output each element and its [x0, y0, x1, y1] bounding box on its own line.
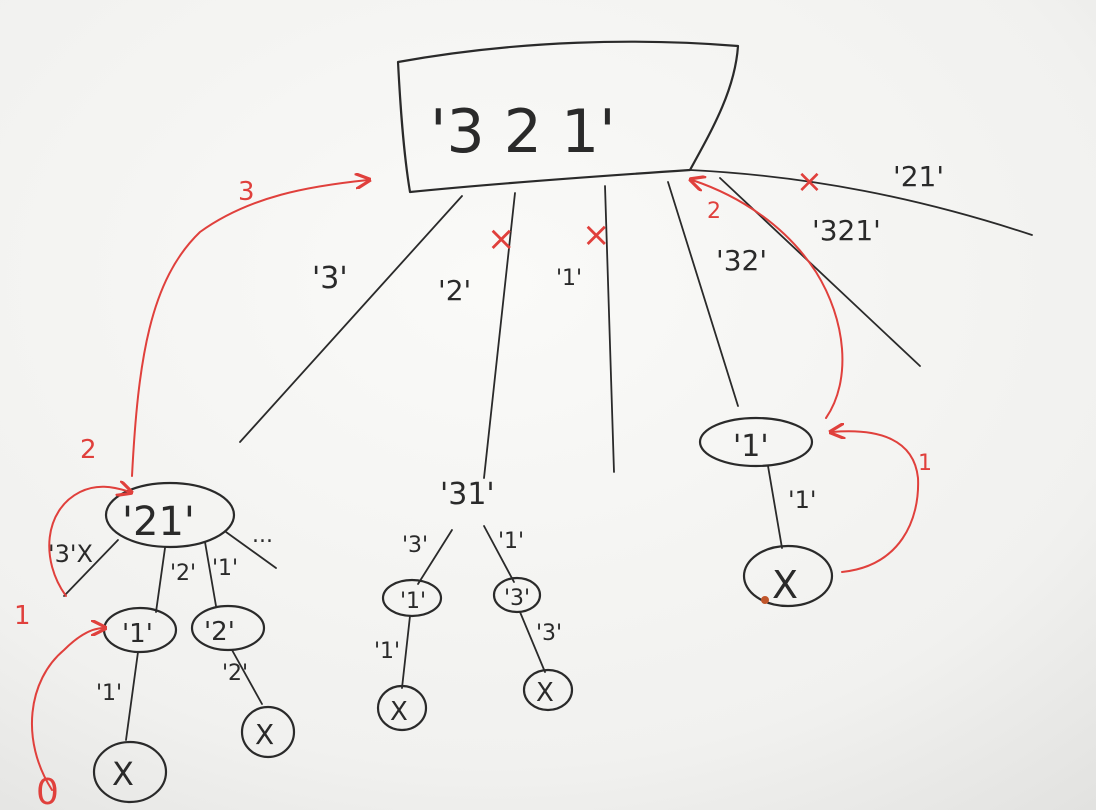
edge-label-32: '32' — [716, 244, 767, 277]
step-label-0: 0 — [36, 772, 59, 810]
edge-label-21-2: '2' — [170, 561, 196, 586]
arrow-right-2 — [692, 180, 844, 419]
leaf-x-5-label: X — [772, 563, 798, 607]
edge-21 — [689, 169, 1033, 236]
edge-label-more: ... — [252, 523, 273, 548]
arrow-right-1 — [832, 431, 920, 573]
leaf-x-2-label: X — [255, 718, 274, 751]
node-21-label: '21' — [122, 499, 195, 545]
edge-21-1 — [204, 541, 217, 607]
leaf-x-2 — [240, 705, 296, 759]
step-label-r2: 2 — [707, 199, 721, 224]
node-1b — [381, 578, 443, 618]
edge-label-21-1: '1' — [212, 556, 238, 581]
edge-label-1-right: '1' — [788, 486, 816, 514]
cross-mark-21: × — [796, 162, 823, 200]
root-label: '3 2 1' — [430, 97, 616, 167]
node-21 — [104, 481, 236, 549]
edge-label-321: '321' — [812, 214, 881, 247]
step-label-1: 1 — [14, 601, 31, 631]
edge-label-1b-x: '1' — [374, 639, 400, 664]
edge-label-1-x: '1' — [96, 681, 122, 706]
dot-mark — [761, 596, 769, 604]
cross-mark-1: × — [582, 215, 611, 255]
edge-3 — [239, 195, 463, 443]
edge-31-1 — [483, 525, 515, 583]
leaf-x-4 — [522, 668, 574, 712]
leaf-x-1-label: X — [112, 755, 134, 793]
edge-label-31-1: '1' — [498, 529, 524, 554]
edge-label-3-x: '3' — [536, 621, 562, 646]
node-1-label: '1' — [122, 619, 153, 649]
edge-31-3 — [417, 529, 453, 585]
edge-label-3x: '3'X — [48, 540, 93, 568]
edge-label-21: '21' — [893, 160, 944, 193]
node-1-right — [698, 416, 814, 468]
node-3-label: '3' — [504, 586, 530, 611]
node-31-label: '31' — [440, 477, 495, 512]
leaf-x-1 — [92, 740, 168, 804]
edge-label-3: '3' — [312, 261, 348, 296]
edge-1 — [604, 185, 615, 473]
leaf-x-5 — [742, 544, 834, 608]
leaf-x-3 — [376, 684, 428, 732]
step-label-3: 3 — [238, 177, 255, 207]
edge-21-3 — [63, 539, 119, 597]
edge-3-x — [519, 611, 546, 673]
edge-label-31-3: '3' — [402, 533, 428, 558]
step-label-2: 2 — [80, 435, 97, 465]
arrow-step-3 — [131, 180, 368, 477]
node-2 — [190, 604, 266, 652]
leaf-x-3-label: X — [390, 697, 408, 727]
edge-21-2 — [155, 547, 166, 613]
edge-2 — [483, 192, 516, 479]
cross-mark-2: × — [487, 219, 516, 259]
arrow-step-2 — [48, 487, 130, 597]
edge-1-x — [125, 651, 139, 741]
edge-32 — [667, 181, 739, 407]
arrow-step-1 — [31, 628, 104, 791]
step-label-r1: 1 — [918, 451, 932, 476]
edge-2-x — [231, 649, 263, 705]
edge-1-right-x — [767, 465, 783, 549]
edge-21-more — [225, 531, 277, 569]
node-1-right-label: '1' — [733, 429, 769, 464]
leaf-x-4-label: X — [536, 678, 554, 708]
node-2-label: '2' — [204, 617, 235, 647]
edge-label-1: '1' — [556, 266, 582, 291]
edge-1b-x — [401, 615, 411, 689]
edge-label-2: '2' — [438, 274, 471, 307]
edge-label-2-x: '2' — [222, 661, 248, 686]
node-3 — [492, 576, 542, 614]
node-1b-label: '1' — [400, 589, 426, 614]
